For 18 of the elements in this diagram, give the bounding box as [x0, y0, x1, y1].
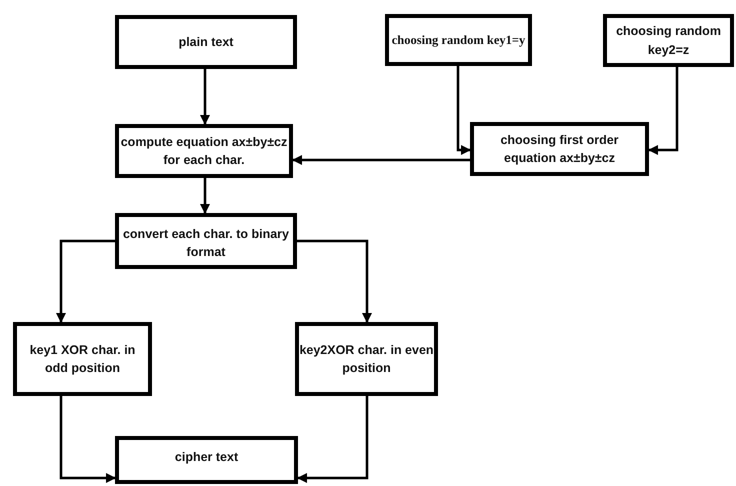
- arrow: [648, 67, 678, 155]
- process-box: key1 XOR char. in odd position: [13, 322, 152, 396]
- process-box: choosing random key1=y: [385, 14, 532, 66]
- process-box: plain text: [115, 15, 297, 69]
- arrow: [200, 178, 210, 214]
- process-box: cipher text: [115, 436, 298, 484]
- arrow: [56, 240, 115, 323]
- process-box: convert each char. to binary format: [115, 213, 297, 269]
- arrow: [297, 396, 368, 483]
- process-box: key2XOR char. in even position: [295, 322, 438, 396]
- process-box: compute equation ax±by±cz for each char.: [115, 124, 293, 178]
- arrow: [297, 240, 372, 323]
- arrow: [200, 69, 210, 125]
- arrow: [456, 66, 471, 155]
- process-box: choosing first order equation ax±by±cz: [470, 122, 649, 176]
- process-box: choosing random key2=z: [603, 14, 734, 67]
- arrow: [292, 155, 470, 165]
- arrow: [60, 396, 116, 483]
